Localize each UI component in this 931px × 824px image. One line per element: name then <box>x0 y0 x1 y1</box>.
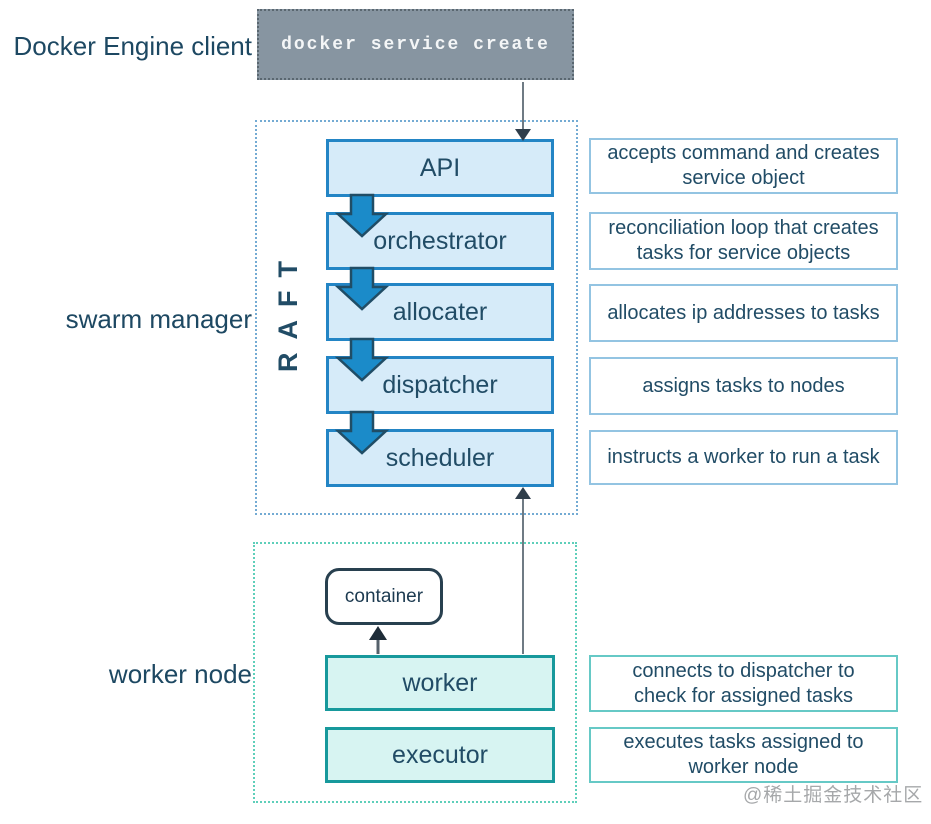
dispatcher-label: dispatcher <box>382 370 498 399</box>
orchestrator-label: orchestrator <box>373 226 507 255</box>
api-box: API <box>326 139 554 197</box>
allocater-description-box: allocates ip addresses to tasks <box>589 284 898 342</box>
dispatcher-box: dispatcher <box>326 356 554 414</box>
scheduler-box: scheduler <box>326 429 554 487</box>
scheduler-label: scheduler <box>385 443 495 472</box>
docker-engine-client-label: Docker Engine client <box>13 31 252 61</box>
executor-box: executor <box>325 727 555 783</box>
worker-description-box: connects to dispatcher to check for assi… <box>589 655 898 712</box>
worker-node-label: worker node <box>108 659 252 689</box>
swarm-manager-label: swarm manager <box>65 304 252 334</box>
api-description-box: accepts command and creates service obje… <box>589 138 898 194</box>
container-box: container <box>325 568 443 625</box>
allocater-box: allocater <box>326 283 554 341</box>
orchestrator-box: orchestrator <box>326 212 554 270</box>
docker-service-create-command-box: docker service create <box>257 9 574 80</box>
executor-description-box: executes tasks assigned to worker node <box>589 727 898 783</box>
worker-label: worker <box>402 668 478 697</box>
worker-node-region <box>253 542 577 803</box>
command-text: docker service create <box>281 34 550 55</box>
raft-label: RAFT <box>273 248 303 372</box>
dispatcher-description-box: assigns tasks to nodes <box>589 357 898 415</box>
orchestrator-description-box: reconciliation loop that creates tasks f… <box>589 212 898 270</box>
executor-label: executor <box>392 740 488 769</box>
api-label: API <box>419 153 461 182</box>
swarm-manager-region <box>255 120 578 515</box>
allocater-label: allocater <box>392 297 488 326</box>
watermark-text: @稀土掘金技术社区 <box>743 785 924 806</box>
scheduler-description-box: instructs a worker to run a task <box>589 430 898 485</box>
container-label: container <box>344 585 424 607</box>
worker-box: worker <box>325 655 555 711</box>
